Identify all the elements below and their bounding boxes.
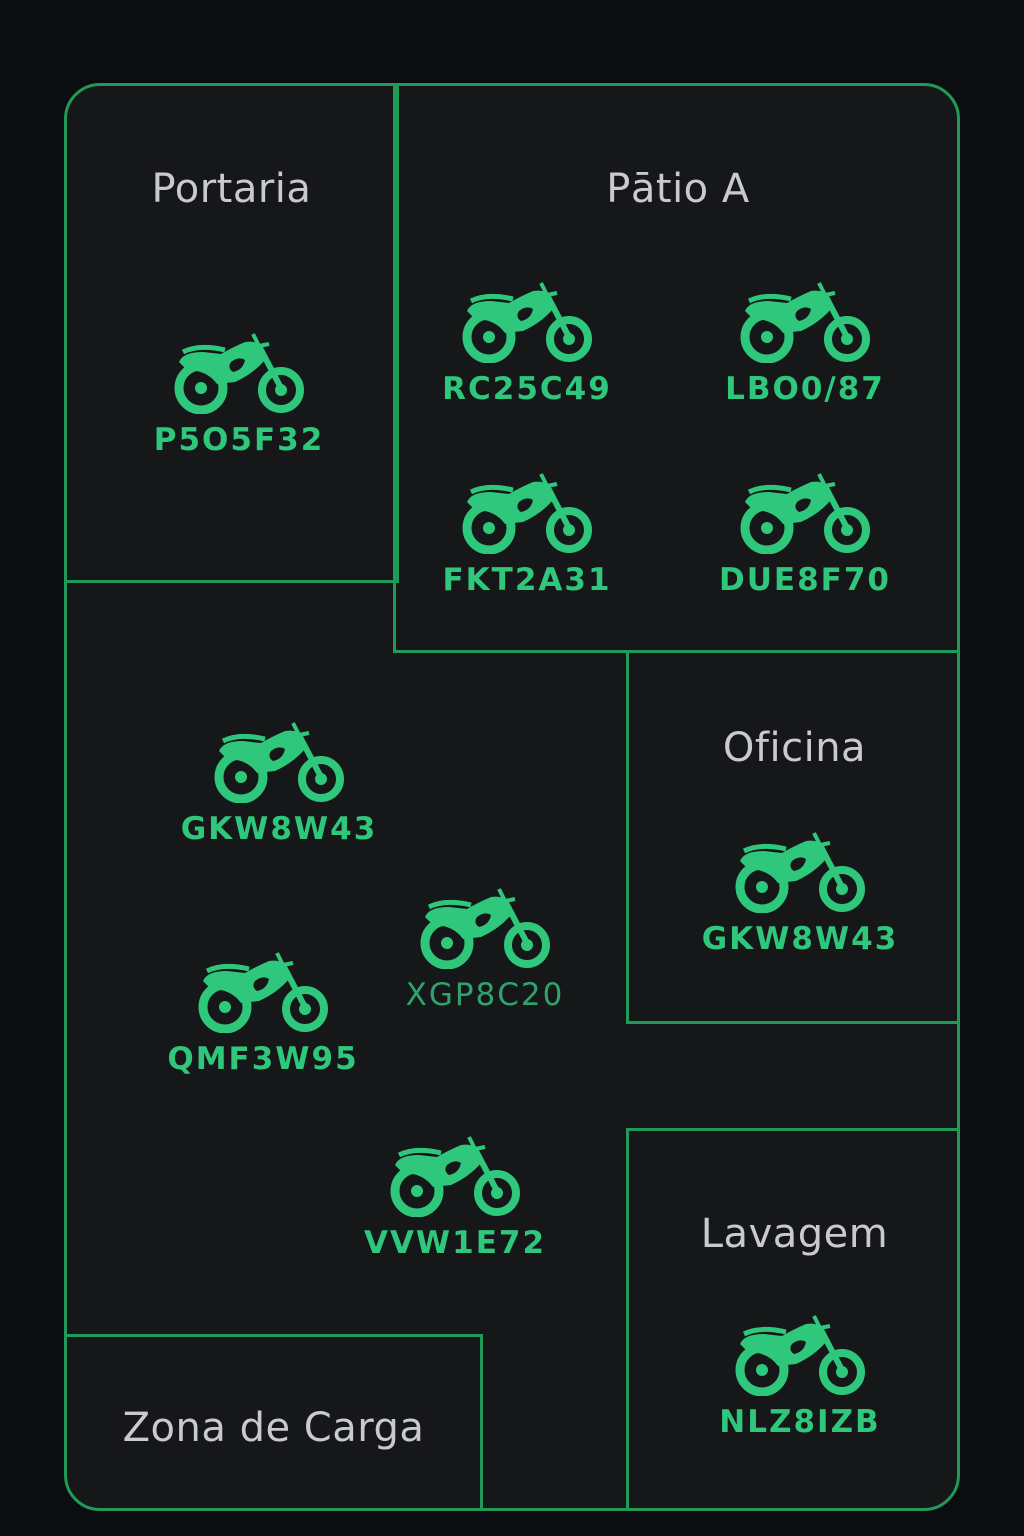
plate-label: XGP8C20 [405,977,565,1013]
motorcycle-icon [739,470,871,554]
motorcycle-marker[interactable]: GKW8W43 [179,719,379,869]
zone-label: Oficina [722,725,867,771]
motorcycle-icon [739,279,871,363]
motorcycle-icon [419,885,551,969]
plate-label: GKW8W43 [180,811,378,847]
motorcycle-marker[interactable]: QMF3W95 [163,949,363,1099]
parking-map: Portaria Pātio A Oficina Lavagem Zona de… [64,83,960,1511]
plate-label: LBO0/87 [725,371,885,407]
motorcycle-marker[interactable]: DUE8F70 [705,470,905,620]
plate-label: GKW8W43 [701,921,899,957]
motorcycle-marker[interactable]: GKW8W43 [700,829,900,979]
motorcycle-icon [734,829,866,913]
motorcycle-marker[interactable]: LBO0/87 [705,279,905,429]
zone-label: Lavagem [700,1211,889,1257]
zone-label: Zona de Carga [122,1405,425,1451]
plate-label: RC25C49 [442,371,612,407]
motorcycle-icon [461,279,593,363]
motorcycle-icon [213,719,345,803]
motorcycle-icon [734,1312,866,1396]
zone-label: Pātio A [606,166,750,212]
motorcycle-marker[interactable]: FKT2A31 [427,470,627,620]
motorcycle-marker[interactable]: XGP8C20 [385,885,585,1035]
motorcycle-marker[interactable]: VVW1E72 [355,1133,555,1283]
motorcycle-marker[interactable]: NLZ8IZB [700,1312,900,1462]
plate-label: P5O5F32 [153,422,325,458]
zone-label: Portaria [151,166,312,212]
motorcycle-icon [389,1133,521,1217]
plate-label: FKT2A31 [442,562,612,598]
zone-portaria[interactable]: Portaria [67,86,399,583]
motorcycle-marker[interactable]: P5O5F32 [139,330,339,480]
plate-label: VVW1E72 [363,1225,547,1261]
zone-lavagem[interactable]: Lavagem [626,1128,957,1508]
plate-label: DUE8F70 [719,562,891,598]
plate-label: NLZ8IZB [719,1404,881,1440]
zone-oficina[interactable]: Oficina [626,650,957,1024]
motorcycle-icon [197,949,329,1033]
motorcycle-marker[interactable]: RC25C49 [427,279,627,429]
motorcycle-icon [173,330,305,414]
zone-carga[interactable]: Zona de Carga [67,1334,483,1508]
plate-label: QMF3W95 [167,1041,359,1077]
motorcycle-icon [461,470,593,554]
